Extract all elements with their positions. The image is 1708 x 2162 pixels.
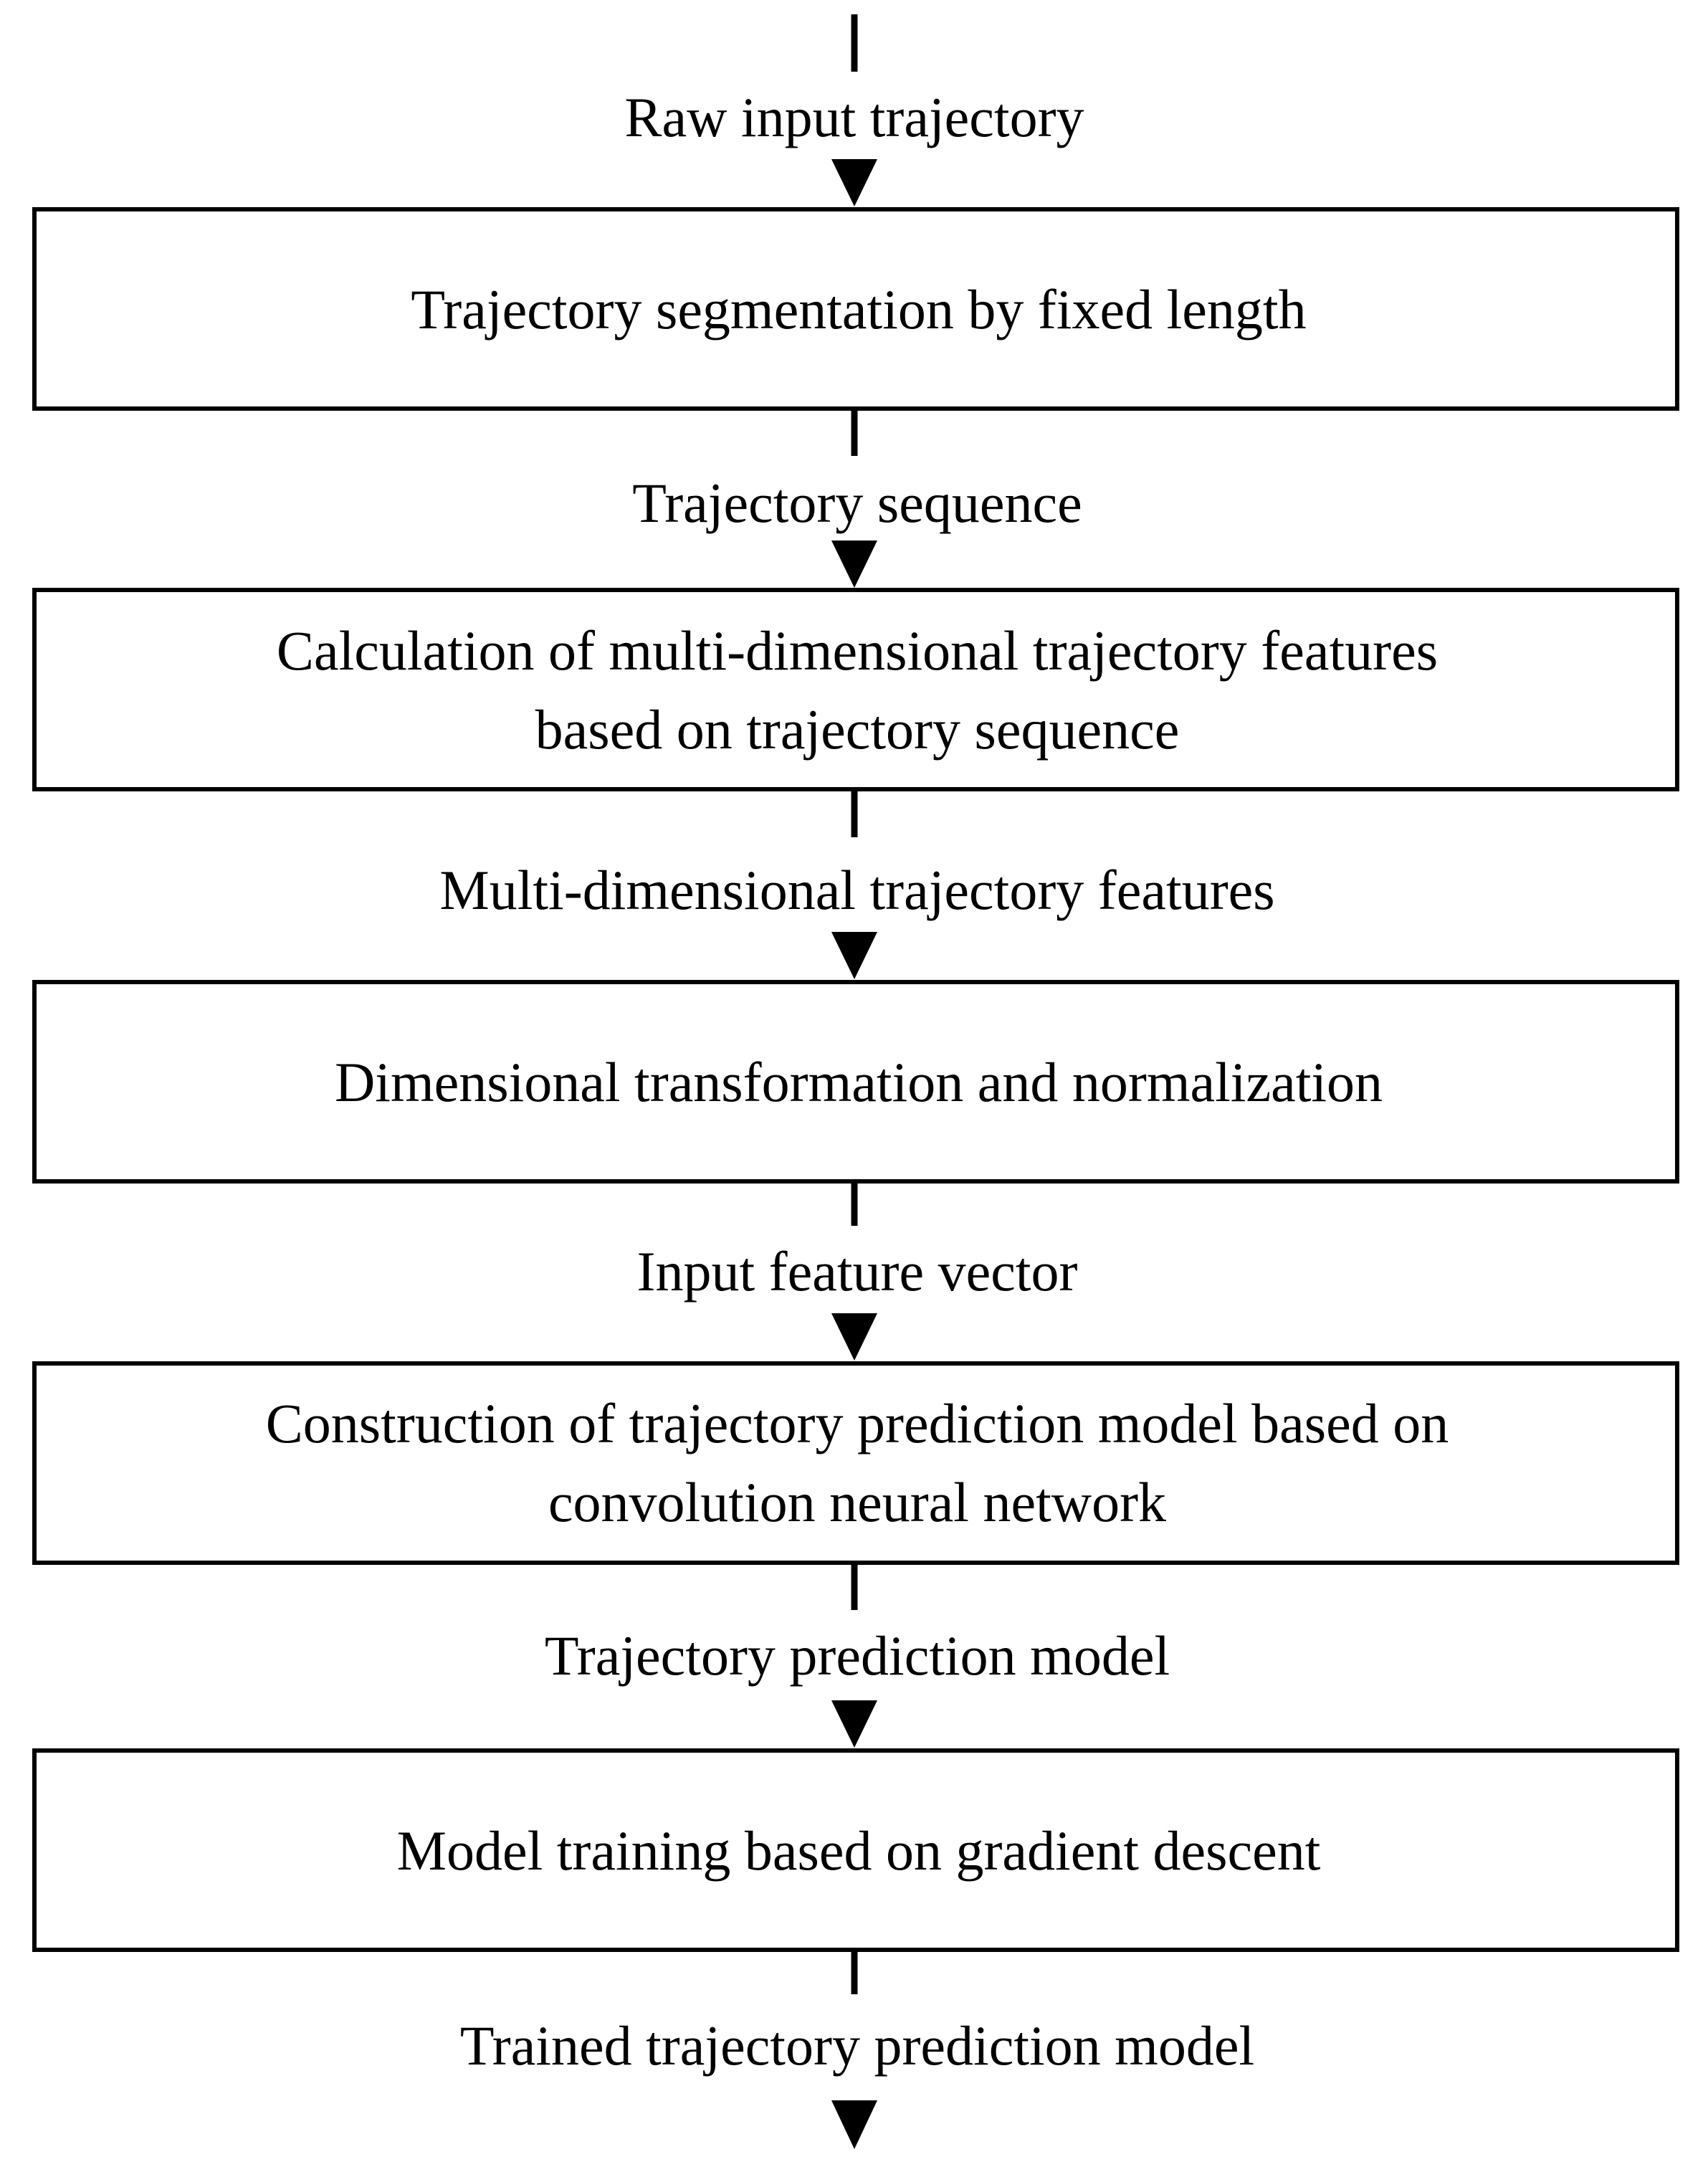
process-box-feature-calculation-frame [32,588,1679,791]
process-box-feature-calculation-line-2: based on trajectory sequence [535,698,1180,761]
process-box-transformation-text: Dimensional transformation and normaliza… [335,1051,1383,1113]
connector-5-arrowhead [831,1700,877,1748]
connector-4: Input feature vector [636,1183,1078,1361]
process-box-segmentation-text: Trajectory segmentation by fixed length [411,278,1306,341]
edge-label-input-feature-vector: Input feature vector [636,1240,1077,1303]
connector-3: Multi-dimensional trajectory features [439,791,1275,979]
edge-label-trajectory-prediction-model: Trajectory prediction model [545,1624,1170,1687]
connector-5: Trajectory prediction model [545,1564,1170,1748]
process-box-transformation-frame [32,980,1679,1184]
connector-2: Trajectory sequence [632,410,1082,588]
connector-1: Raw input trajectory [624,14,1084,206]
connector-4-arrowhead [831,1313,877,1361]
process-box-model-training-frame [32,1748,1679,1952]
process-box-model-construction-line-2: convolution neural network [548,1471,1166,1533]
process-box-feature-calculation: Calculation of multi-dimensional traject… [32,588,1679,791]
process-box-segmentation: Trajectory segmentation by fixed length [32,207,1679,411]
edge-label-raw-input: Raw input trajectory [624,86,1084,148]
process-box-transformation: Dimensional transformation and normaliza… [32,980,1679,1184]
connector-6-arrowhead [831,2100,877,2149]
edge-label-trained-model: Trained trajectory prediction model [460,2014,1254,2077]
process-box-feature-calculation-line-1: Calculation of multi-dimensional traject… [277,619,1438,682]
connector-3-arrowhead [831,932,877,979]
process-box-segmentation-frame [32,207,1679,411]
process-box-model-training-text: Model training based on gradient descent [397,1819,1321,1882]
edge-label-multi-dimensional-features: Multi-dimensional trajectory features [439,859,1274,921]
edge-label-trajectory-sequence: Trajectory sequence [632,472,1082,534]
connector-6: Trained trajectory prediction model [460,1951,1254,2149]
process-box-model-training: Model training based on gradient descent [32,1748,1679,1952]
connector-2-arrowhead [831,540,877,588]
connector-1-arrowhead [831,159,877,206]
process-box-model-construction-line-1: Construction of trajectory prediction mo… [266,1392,1449,1454]
process-box-model-construction-frame [32,1361,1679,1565]
process-box-model-construction: Construction of trajectory prediction mo… [32,1361,1679,1565]
